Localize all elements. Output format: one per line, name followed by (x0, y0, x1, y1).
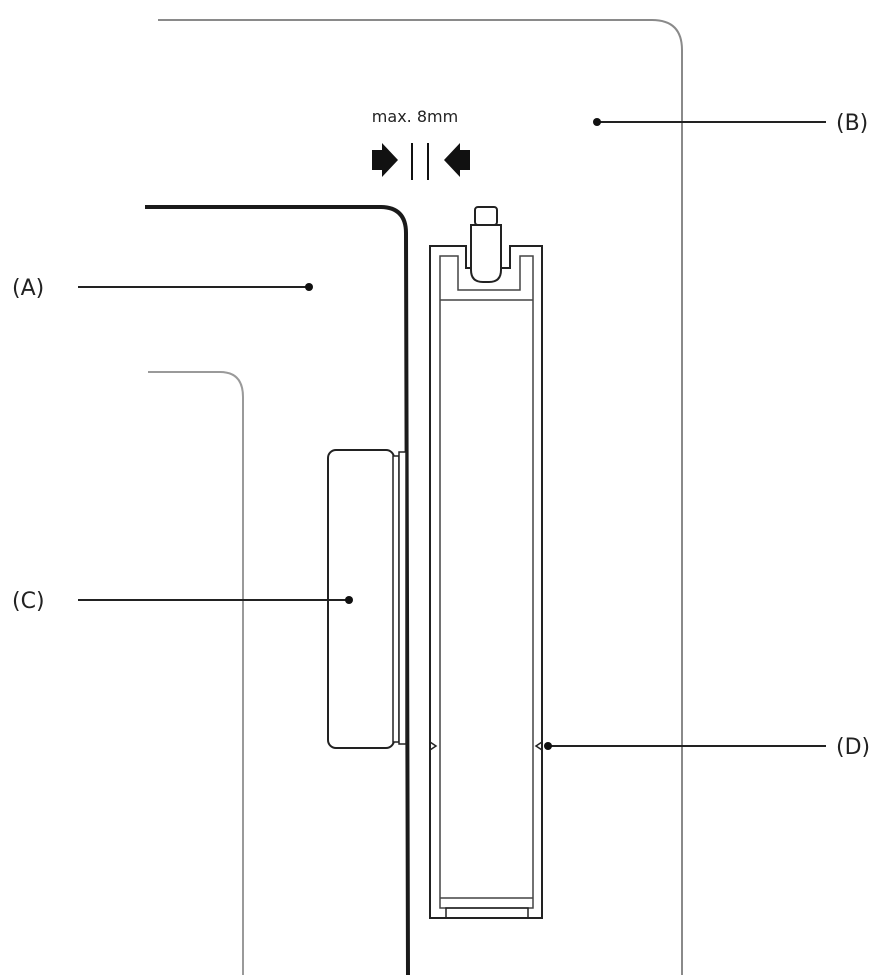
label-a: (A) (12, 276, 44, 301)
gap-dimension: max. 8mm (372, 107, 470, 180)
callout-b: (B) (593, 111, 868, 136)
panel-b-outline (158, 19, 683, 975)
arrow-right-icon (372, 143, 398, 177)
callout-b-dot (593, 118, 601, 126)
callout-a-dot (305, 283, 313, 291)
arrow-left-icon (444, 143, 470, 177)
component-c (327, 449, 407, 749)
callout-a: (A) (12, 276, 313, 301)
callout-d-dot (544, 742, 552, 750)
callout-c: (C) (12, 589, 353, 614)
label-c: (C) (12, 589, 45, 614)
bracket-d (429, 206, 543, 919)
label-d: (D) (836, 735, 870, 760)
callout-c-dot (345, 596, 353, 604)
label-b: (B) (836, 111, 868, 136)
dimension-label: max. 8mm (372, 107, 458, 126)
callout-d: (D) (544, 735, 870, 760)
inner-panel-outline (148, 371, 244, 975)
panel-a-edge (145, 205, 410, 976)
